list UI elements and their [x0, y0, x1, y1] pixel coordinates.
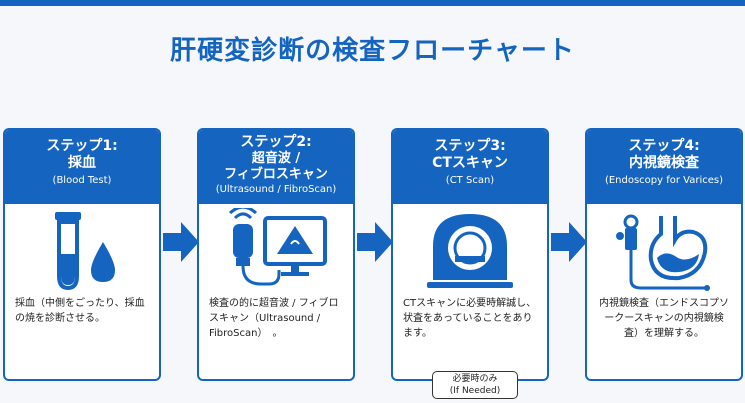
- step-description: 採血（中側をごったり、採血の焼を診断させる。: [15, 298, 145, 324]
- step-name: CTスキャン: [432, 155, 508, 171]
- arrow-right-icon: [163, 222, 199, 262]
- step-header-4: ステップ4: 内視鏡検査 (Endoscopy for Varices): [587, 130, 741, 204]
- badge-sublabel: (If Needed): [449, 386, 501, 396]
- if-needed-badge: 必要時のみ (If Needed): [432, 371, 518, 399]
- badge-label: 必要時のみ: [452, 374, 498, 384]
- endoscope-stomach-icon: [616, 214, 710, 291]
- ct-scanner-icon: [427, 214, 513, 288]
- step-card-4: ステップ4: 内視鏡検査 (Endoscopy for Varices) 内視鏡…: [585, 128, 743, 381]
- step-title: ステップ4:: [628, 138, 700, 154]
- test-tube-icon: [55, 212, 115, 291]
- step-card-1: ステップ1: 採血 (Blood Test) 採血（中側をごったり、採血の焼を診…: [3, 128, 161, 381]
- step-name: 採血: [68, 155, 96, 171]
- step-name: 内視鏡検査: [629, 155, 699, 171]
- step-header-2: ステップ2: 超音波 / フィブロスキャン (Ultrasound / Fibr…: [199, 130, 353, 204]
- step-subtitle: (Blood Test): [52, 175, 112, 186]
- step-title: ステップ2:: [240, 134, 312, 150]
- arrow-right-icon: [357, 222, 393, 262]
- step-subtitle: (CT Scan): [445, 175, 495, 186]
- step-card-2: ステップ2: 超音波 / フィブロスキャン (Ultrasound / Fibr…: [197, 128, 355, 381]
- step-name: 超音波 / フィブロスキャン: [224, 151, 328, 182]
- page-title: 肝硬変診断の検査フローチャート: [170, 36, 575, 66]
- step-header-3: ステップ3: CTスキャン (CT Scan): [393, 130, 547, 204]
- step-card-3: ステップ3: CTスキャン (CT Scan) CTスキャンに必要時解誠し、状査…: [391, 128, 549, 381]
- step-title: ステップ1:: [46, 138, 118, 154]
- step-description: 内視鏡検査（エンドスコプソークースキャンの内視鏡検査）を理解する。: [599, 298, 729, 339]
- step-description: CTスキャンに必要時解誠し、状査をあっていることをあります。: [403, 298, 537, 339]
- step-subtitle: (Endoscopy for Varices): [604, 175, 724, 186]
- step-header-1: ステップ1: 採血 (Blood Test): [5, 130, 159, 204]
- top-accent-bar: [0, 0, 745, 6]
- step-title: ステップ3:: [434, 138, 506, 154]
- ultrasound-icon: [228, 208, 327, 286]
- step-subtitle: (Ultrasound / FibroScan): [215, 184, 337, 195]
- step-description: 検査の的に超音波 / フィブロスキャン（Ultrasound / FibroSc…: [209, 298, 339, 339]
- arrow-right-icon: [551, 222, 587, 262]
